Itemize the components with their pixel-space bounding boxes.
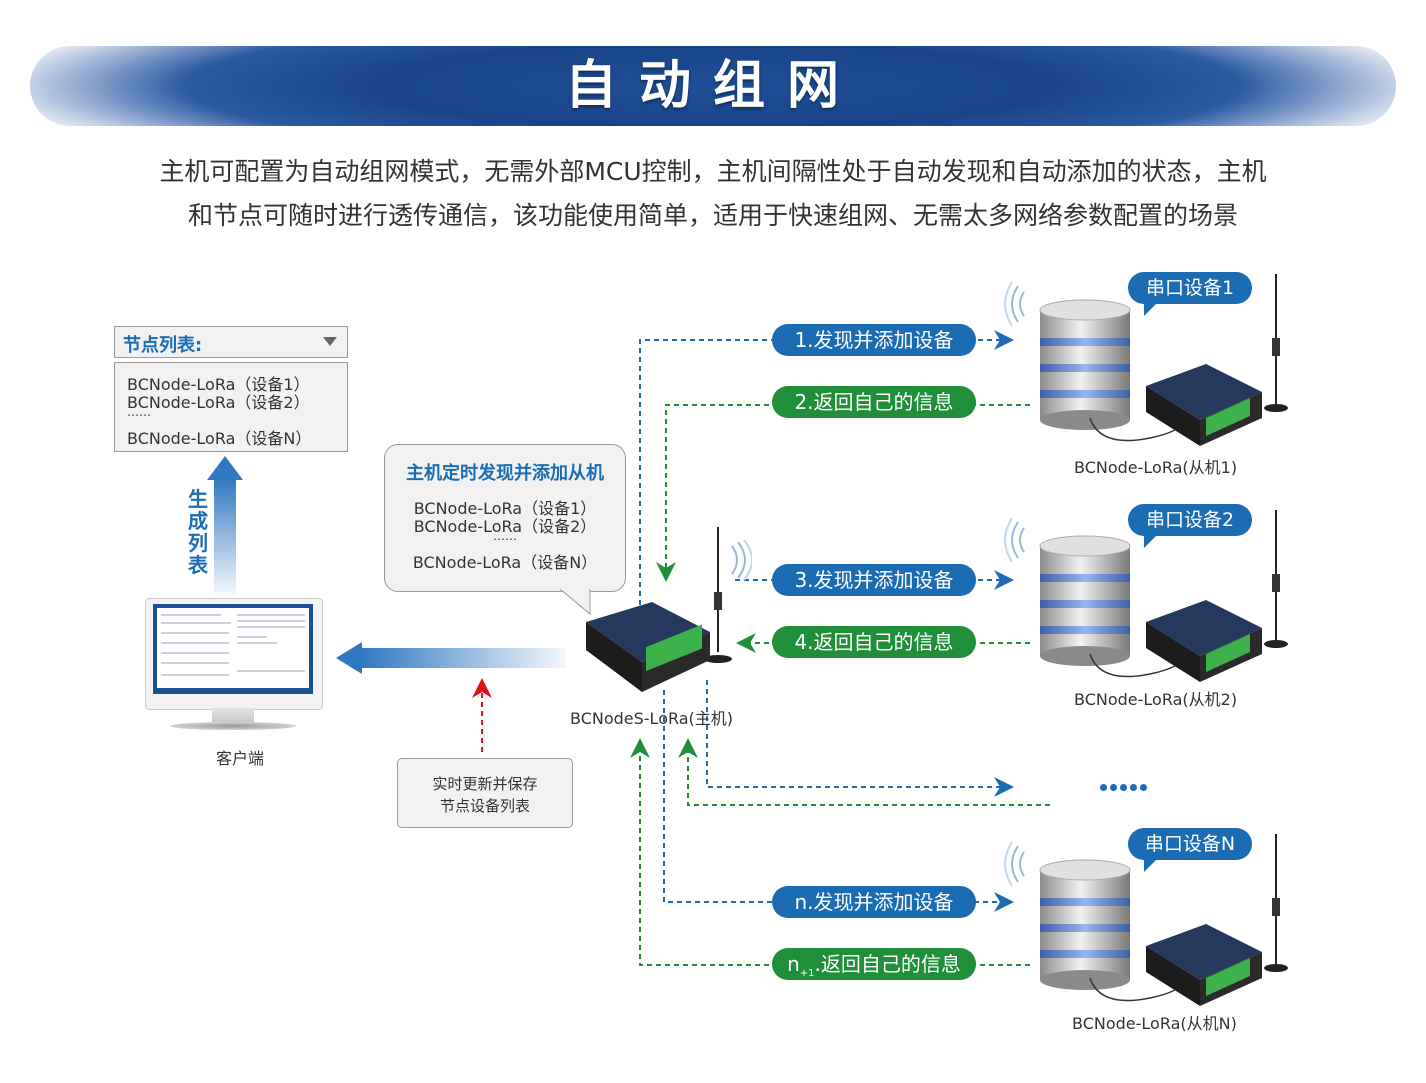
arrow-up-icon bbox=[207, 456, 243, 480]
monitor-base bbox=[170, 722, 296, 730]
title-banner bbox=[30, 46, 1396, 126]
signal-icon bbox=[1004, 517, 1025, 563]
slave-device-graphic bbox=[1004, 834, 1288, 1006]
tag-text: 串口设备2 bbox=[1145, 509, 1235, 531]
node-list-item[interactable]: BCNode-LoRa（设备2） bbox=[127, 393, 310, 412]
generate-list-label: 生成列表 bbox=[188, 487, 208, 577]
generate-arrow bbox=[214, 478, 236, 594]
node-list-item[interactable]: BCNode-LoRa（设备1） bbox=[127, 375, 310, 394]
slave-group bbox=[1000, 504, 1300, 694]
slave-label-2: BCNode-LoRa(从机2) bbox=[1074, 690, 1238, 709]
dot bbox=[1130, 784, 1137, 791]
database-icon bbox=[1039, 299, 1131, 430]
intro-line-1: 主机可配置为自动组网模式，无需外部MCU控制，主机间隔性处于自动发现和自动添加的… bbox=[159, 157, 1267, 186]
page-title: 自动组网 bbox=[564, 56, 861, 116]
serial-device-tag-2: 串口设备2 bbox=[1128, 504, 1252, 548]
monitor-screen bbox=[153, 604, 313, 694]
client-label: 客户端 bbox=[215, 749, 264, 768]
step-pill-2: 2.返回自己的信息 bbox=[772, 386, 976, 418]
save-line-1: 实时更新并保存 bbox=[432, 775, 538, 793]
more-devices-ellipsis bbox=[1100, 778, 1150, 796]
database-icon bbox=[1039, 535, 1131, 666]
node-list: BCNode-LoRa（设备1） BCNode-LoRa（设备2） …… BCN… bbox=[114, 362, 348, 452]
chevron-down-icon[interactable] bbox=[323, 337, 337, 346]
callout-tail bbox=[560, 588, 591, 616]
line-step-n1 bbox=[630, 738, 1030, 966]
slave-group bbox=[1000, 268, 1300, 458]
callout-item: BCNode-LoRa（设备N） bbox=[412, 553, 598, 572]
step-pill-n: n.发现并添加设备 bbox=[772, 886, 976, 918]
antenna-icon bbox=[1264, 274, 1288, 412]
serial-device-tag-n: 串口设备N bbox=[1128, 828, 1252, 872]
step-pill-4: 4.返回自己的信息 bbox=[772, 626, 976, 658]
database-icon bbox=[1039, 859, 1131, 990]
tag-text: 串口设备1 bbox=[1145, 277, 1235, 299]
step-pill-3: 3.发现并添加设备 bbox=[772, 564, 976, 596]
serial-device-tag-1: 串口设备1 bbox=[1128, 272, 1252, 316]
slave-device-graphic bbox=[1004, 274, 1288, 446]
slave-device-graphic bbox=[1004, 510, 1288, 682]
save-line-2: 节点设备列表 bbox=[439, 797, 530, 815]
dot bbox=[1140, 784, 1147, 791]
client-app-window bbox=[157, 608, 309, 688]
arrow-left-icon bbox=[336, 642, 362, 674]
step-n1-text: .返回自己的信息 bbox=[814, 952, 961, 976]
callout-ellipsis: …… bbox=[493, 529, 517, 543]
master-device-icon bbox=[586, 527, 732, 692]
line-step-1 bbox=[639, 330, 1014, 650]
dot bbox=[1120, 784, 1127, 791]
save-list-box: 实时更新并保存 节点设备列表 bbox=[397, 758, 573, 828]
signal-icon bbox=[731, 540, 752, 580]
antenna-icon bbox=[1264, 510, 1288, 648]
dot bbox=[1100, 784, 1107, 791]
node-list-item[interactable]: BCNode-LoRa（设备N） bbox=[127, 429, 312, 448]
intro-line-2: 和节点可随时进行透传通信，该功能使用简单，适用于快速组网、无需太多网络参数配置的… bbox=[187, 201, 1238, 230]
client-monitor-icon bbox=[145, 598, 323, 710]
node-list-title: 节点列表: bbox=[123, 335, 203, 356]
tag-text: 串口设备N bbox=[1144, 833, 1236, 855]
node-list-ellipsis: …… bbox=[127, 405, 151, 419]
report-to-client-arrow bbox=[360, 648, 566, 668]
line-return-more bbox=[678, 738, 1050, 806]
step-pill-1: 1.发现并添加设备 bbox=[772, 324, 976, 356]
line-step-more bbox=[706, 680, 1014, 797]
lora-device-icon bbox=[1146, 364, 1262, 446]
step-pill-n1: n+1.返回自己的信息 bbox=[772, 948, 976, 980]
callout-item: BCNode-LoRa（设备1） bbox=[413, 499, 597, 518]
step-n-sub: +1 bbox=[799, 968, 815, 979]
slave-group bbox=[1000, 828, 1300, 1018]
step-n: n bbox=[787, 952, 800, 976]
slave-label-1: BCNode-LoRa(从机1) bbox=[1074, 458, 1238, 477]
antenna-icon bbox=[1264, 834, 1288, 972]
lora-device-icon bbox=[1146, 600, 1262, 682]
slave-label-n: BCNode-LoRa(从机N) bbox=[1072, 1014, 1237, 1033]
node-list-dropdown[interactable]: 节点列表: bbox=[114, 326, 348, 358]
monitor-stand bbox=[212, 708, 254, 722]
signal-icon bbox=[1004, 841, 1025, 887]
callout-item: BCNode-LoRa（设备2） bbox=[413, 517, 597, 536]
callout-title: 主机定时发现并添加从机 bbox=[406, 463, 604, 484]
signal-icon bbox=[1004, 281, 1025, 327]
dot bbox=[1110, 784, 1117, 791]
lora-device-icon bbox=[1146, 924, 1262, 1006]
master-label: BCNodeS-LoRa(主机) bbox=[570, 709, 734, 728]
master-callout: 主机定时发现并添加从机 BCNode-LoRa（设备1） BCNode-LoRa… bbox=[384, 444, 626, 592]
